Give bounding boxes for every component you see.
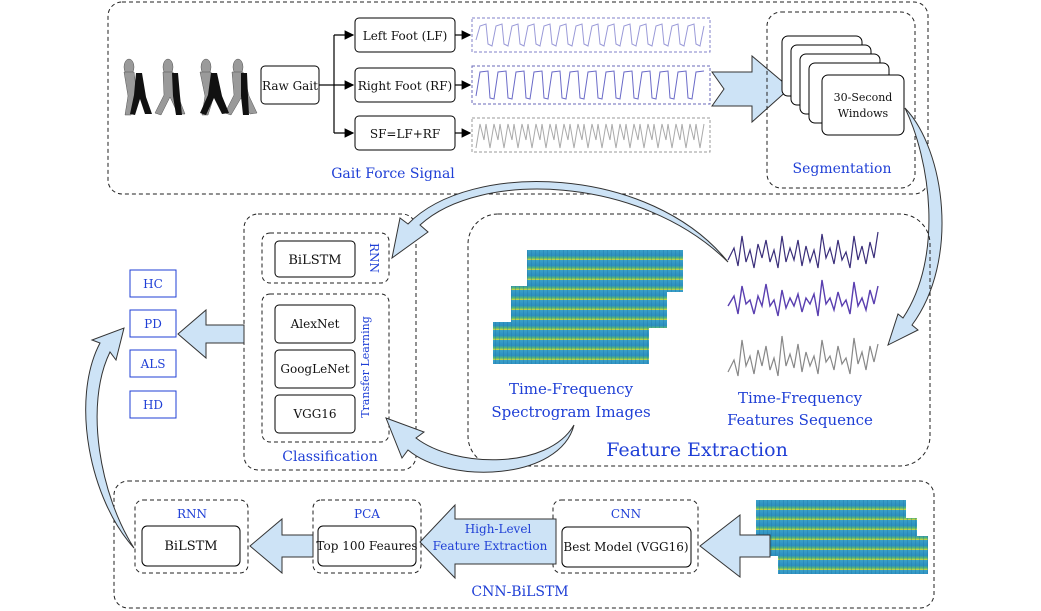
top-features-label: Top 100 Feaures: [316, 539, 417, 553]
right-foot-waveform: [475, 70, 705, 100]
segmentation-to-features-arrow: [887, 107, 943, 346]
segmentation-label: Segmentation: [793, 161, 892, 177]
spectrogram-images: [493, 250, 683, 364]
googlenet-label: GoogLeNet: [280, 362, 349, 376]
raw-gait-label: Raw Gait: [262, 79, 318, 93]
cnn-label: CNN: [611, 507, 641, 521]
vgg16-label: VGG16: [292, 407, 336, 421]
pca-group: [312, 499, 422, 574]
bottom-bilstm-box: [141, 525, 241, 567]
class-als: ALS: [140, 357, 166, 371]
left-foot-waveform-box: [471, 17, 711, 53]
to-cnn-arrow: [699, 513, 771, 579]
gait-force-signal-label: Gait Force Signal: [331, 166, 455, 182]
bottom-rnn-group: [134, 499, 249, 574]
walking-figures-image: [123, 58, 258, 116]
sum-foot-waveform-box: [471, 117, 711, 153]
spectrogram-label-line2: Spectrogram Images: [491, 403, 650, 421]
right-foot-label: Right Foot (RF): [358, 79, 452, 93]
sequence-to-bilstm-arrow: [391, 181, 729, 263]
class-output-list: HC PD ALS HD: [129, 269, 177, 419]
windows-label-line1: 30-Second: [834, 91, 893, 104]
bilstm-to-classes-arrow: [85, 327, 135, 549]
features-sequence-label-line2: Features Sequence: [727, 411, 873, 429]
cnn-bilstm-section: [113, 480, 935, 609]
spectrogram-to-cnn-arrow: [385, 417, 575, 473]
feature-extraction-section: [467, 213, 931, 467]
to-classes-arrow: [177, 308, 245, 360]
top-features-box: [317, 525, 417, 567]
waveform-arrows: [455, 30, 472, 138]
classification-label: Classification: [282, 449, 377, 465]
rnn-label: RNN: [367, 243, 381, 273]
to-segmentation-arrow: [711, 54, 791, 124]
left-foot-waveform: [475, 23, 705, 47]
vgg16-box: [274, 394, 356, 434]
best-model-label: Best Model (VGG16): [563, 540, 688, 554]
windows-label-line2: Windows: [838, 107, 889, 120]
gait-force-signal-section: [107, 1, 929, 195]
spectrogram-label-line1: Time-Frequency: [509, 380, 634, 398]
right-foot-waveform-box: [471, 65, 711, 105]
alexnet-box: [274, 304, 356, 344]
segmentation-section: [766, 11, 916, 189]
features-sequence-label-line1: Time-Frequency: [738, 389, 863, 407]
feature-sequence-plots: [727, 231, 879, 377]
pca-label: PCA: [354, 507, 380, 521]
bottom-bilstm-label: BiLSTM: [164, 539, 217, 554]
high-level-feature-arrow: [419, 503, 557, 580]
bilstm-box: [274, 240, 356, 278]
cnn-bilstm-label: CNN-BiLSTM: [471, 584, 568, 600]
googlenet-box: [274, 349, 356, 389]
bottom-spectrogram-images: [756, 500, 928, 574]
high-level-label-line1: High-Level: [465, 522, 532, 536]
transfer-learning-group: [261, 293, 390, 443]
pca-to-rnn-arrow: [249, 517, 314, 575]
window-stack: [781, 35, 905, 136]
left-foot-label: Left Foot (LF): [363, 29, 448, 43]
bilstm-label: BiLSTM: [288, 253, 341, 268]
bottom-rnn-label: RNN: [177, 507, 207, 521]
class-hc: HC: [143, 277, 163, 291]
class-hd: HD: [143, 398, 163, 412]
high-level-label-line2: Feature Extraction: [433, 539, 548, 553]
branch-arrows: [319, 30, 355, 138]
best-model-box: [561, 526, 692, 568]
sum-foot-label: SF=LF+RF: [370, 127, 440, 141]
feature-extraction-label: Feature Extraction: [606, 439, 788, 461]
sum-foot-waveform: [475, 123, 705, 149]
alexnet-label: AlexNet: [290, 317, 340, 331]
transfer-learning-label: Transfer Learning: [359, 316, 372, 418]
class-pd: PD: [144, 317, 162, 331]
rnn-group: [261, 232, 390, 284]
